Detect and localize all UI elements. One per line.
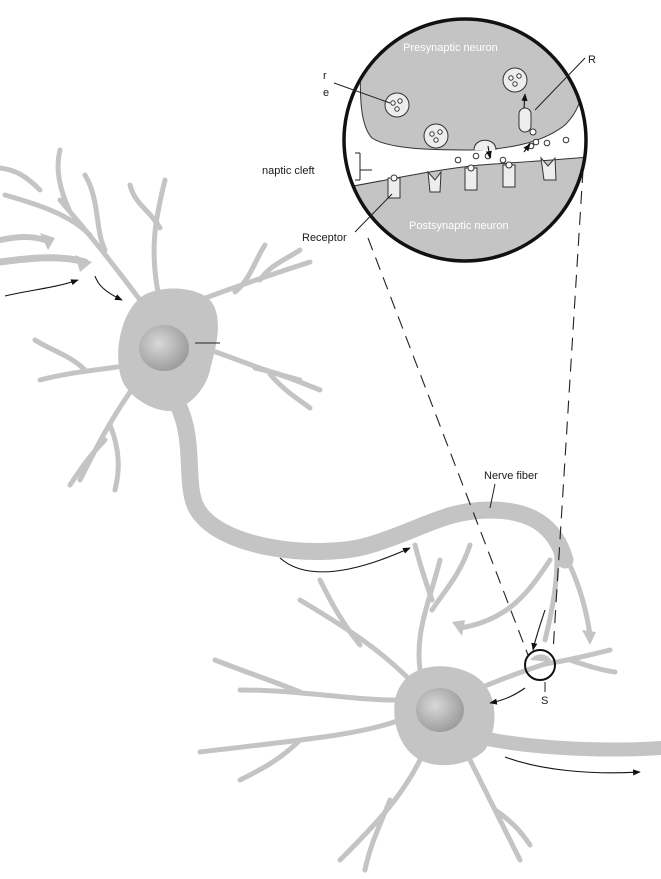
flow-arrow-2 [94, 275, 123, 301]
upper-neuron [0, 147, 596, 645]
flow-arrow-6 [504, 756, 641, 776]
incoming-axon-branch-2 [0, 234, 48, 243]
synaptic-cleft-label: naptic cleft [262, 165, 315, 177]
synapse-highlight-circle [524, 649, 556, 681]
upper-nucleus [139, 325, 189, 371]
left-fragment-2: e [323, 87, 329, 99]
flow-arrow-5 [489, 687, 526, 705]
synapse-fragment: S [541, 695, 548, 707]
left-fragment-1: r [323, 70, 327, 82]
lower-neuron [197, 542, 661, 873]
incoming-axon-branch [0, 254, 89, 266]
vesicles [384, 67, 537, 151]
receptor-label: Receptor [302, 232, 347, 244]
flow-arrow-1 [4, 279, 79, 297]
presynaptic-terminal [359, 19, 583, 151]
receptors [387, 156, 557, 199]
right-fragment: R [588, 54, 596, 66]
zoom-line-right [552, 169, 584, 653]
synapse-zoom [342, 17, 588, 263]
lower-nucleus [416, 688, 464, 732]
flow-arrow-3 [279, 547, 411, 573]
postsynaptic-label: Postsynaptic neuron [409, 220, 509, 232]
lower-axon [463, 728, 661, 757]
neuron-label: Neuron [222, 339, 258, 351]
zoom-line-left [367, 237, 529, 656]
flow-arrow-4 [531, 609, 546, 651]
nerve-fiber-label: Nerve fiber [484, 470, 538, 482]
nerve-fiber [169, 396, 574, 569]
presynaptic-label: Presynaptic neuron [403, 42, 498, 54]
